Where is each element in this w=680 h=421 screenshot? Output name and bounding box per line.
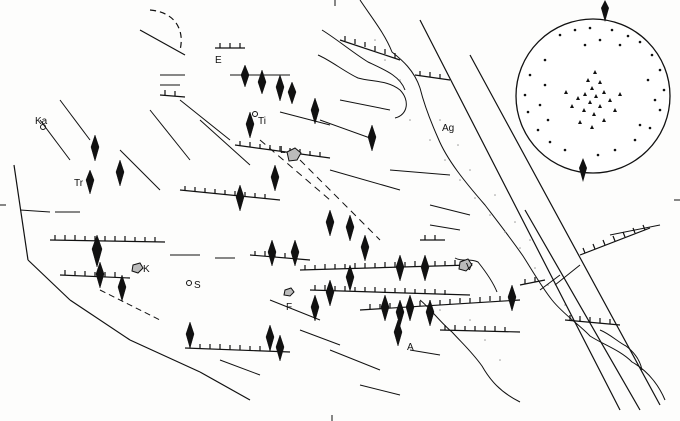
label-F: F: [286, 302, 292, 313]
label-A: A: [407, 342, 414, 353]
label-L: L: [280, 145, 286, 156]
stereonet-triangles: [564, 70, 622, 129]
label-Ti: Ti: [258, 116, 266, 127]
town-symbols: [40, 111, 473, 297]
normal-faults: [49, 36, 651, 353]
label-Ka: Ka: [35, 116, 48, 127]
label-V: V: [466, 262, 473, 273]
label-K: K: [143, 264, 150, 275]
sea-stipple: [374, 39, 581, 361]
place-labels: E Ka Ti L Ag Tr K S F V A: [35, 55, 473, 353]
label-Tr: Tr: [74, 178, 84, 189]
coastline: [317, 0, 666, 403]
stereonet: [515, 0, 671, 182]
major-faults: [13, 9, 661, 411]
extension-arrows: [85, 64, 517, 362]
label-E: E: [215, 55, 222, 66]
label-Ag: Ag: [442, 123, 454, 134]
stereonet-dots: [523, 26, 666, 157]
label-S: S: [194, 280, 201, 291]
